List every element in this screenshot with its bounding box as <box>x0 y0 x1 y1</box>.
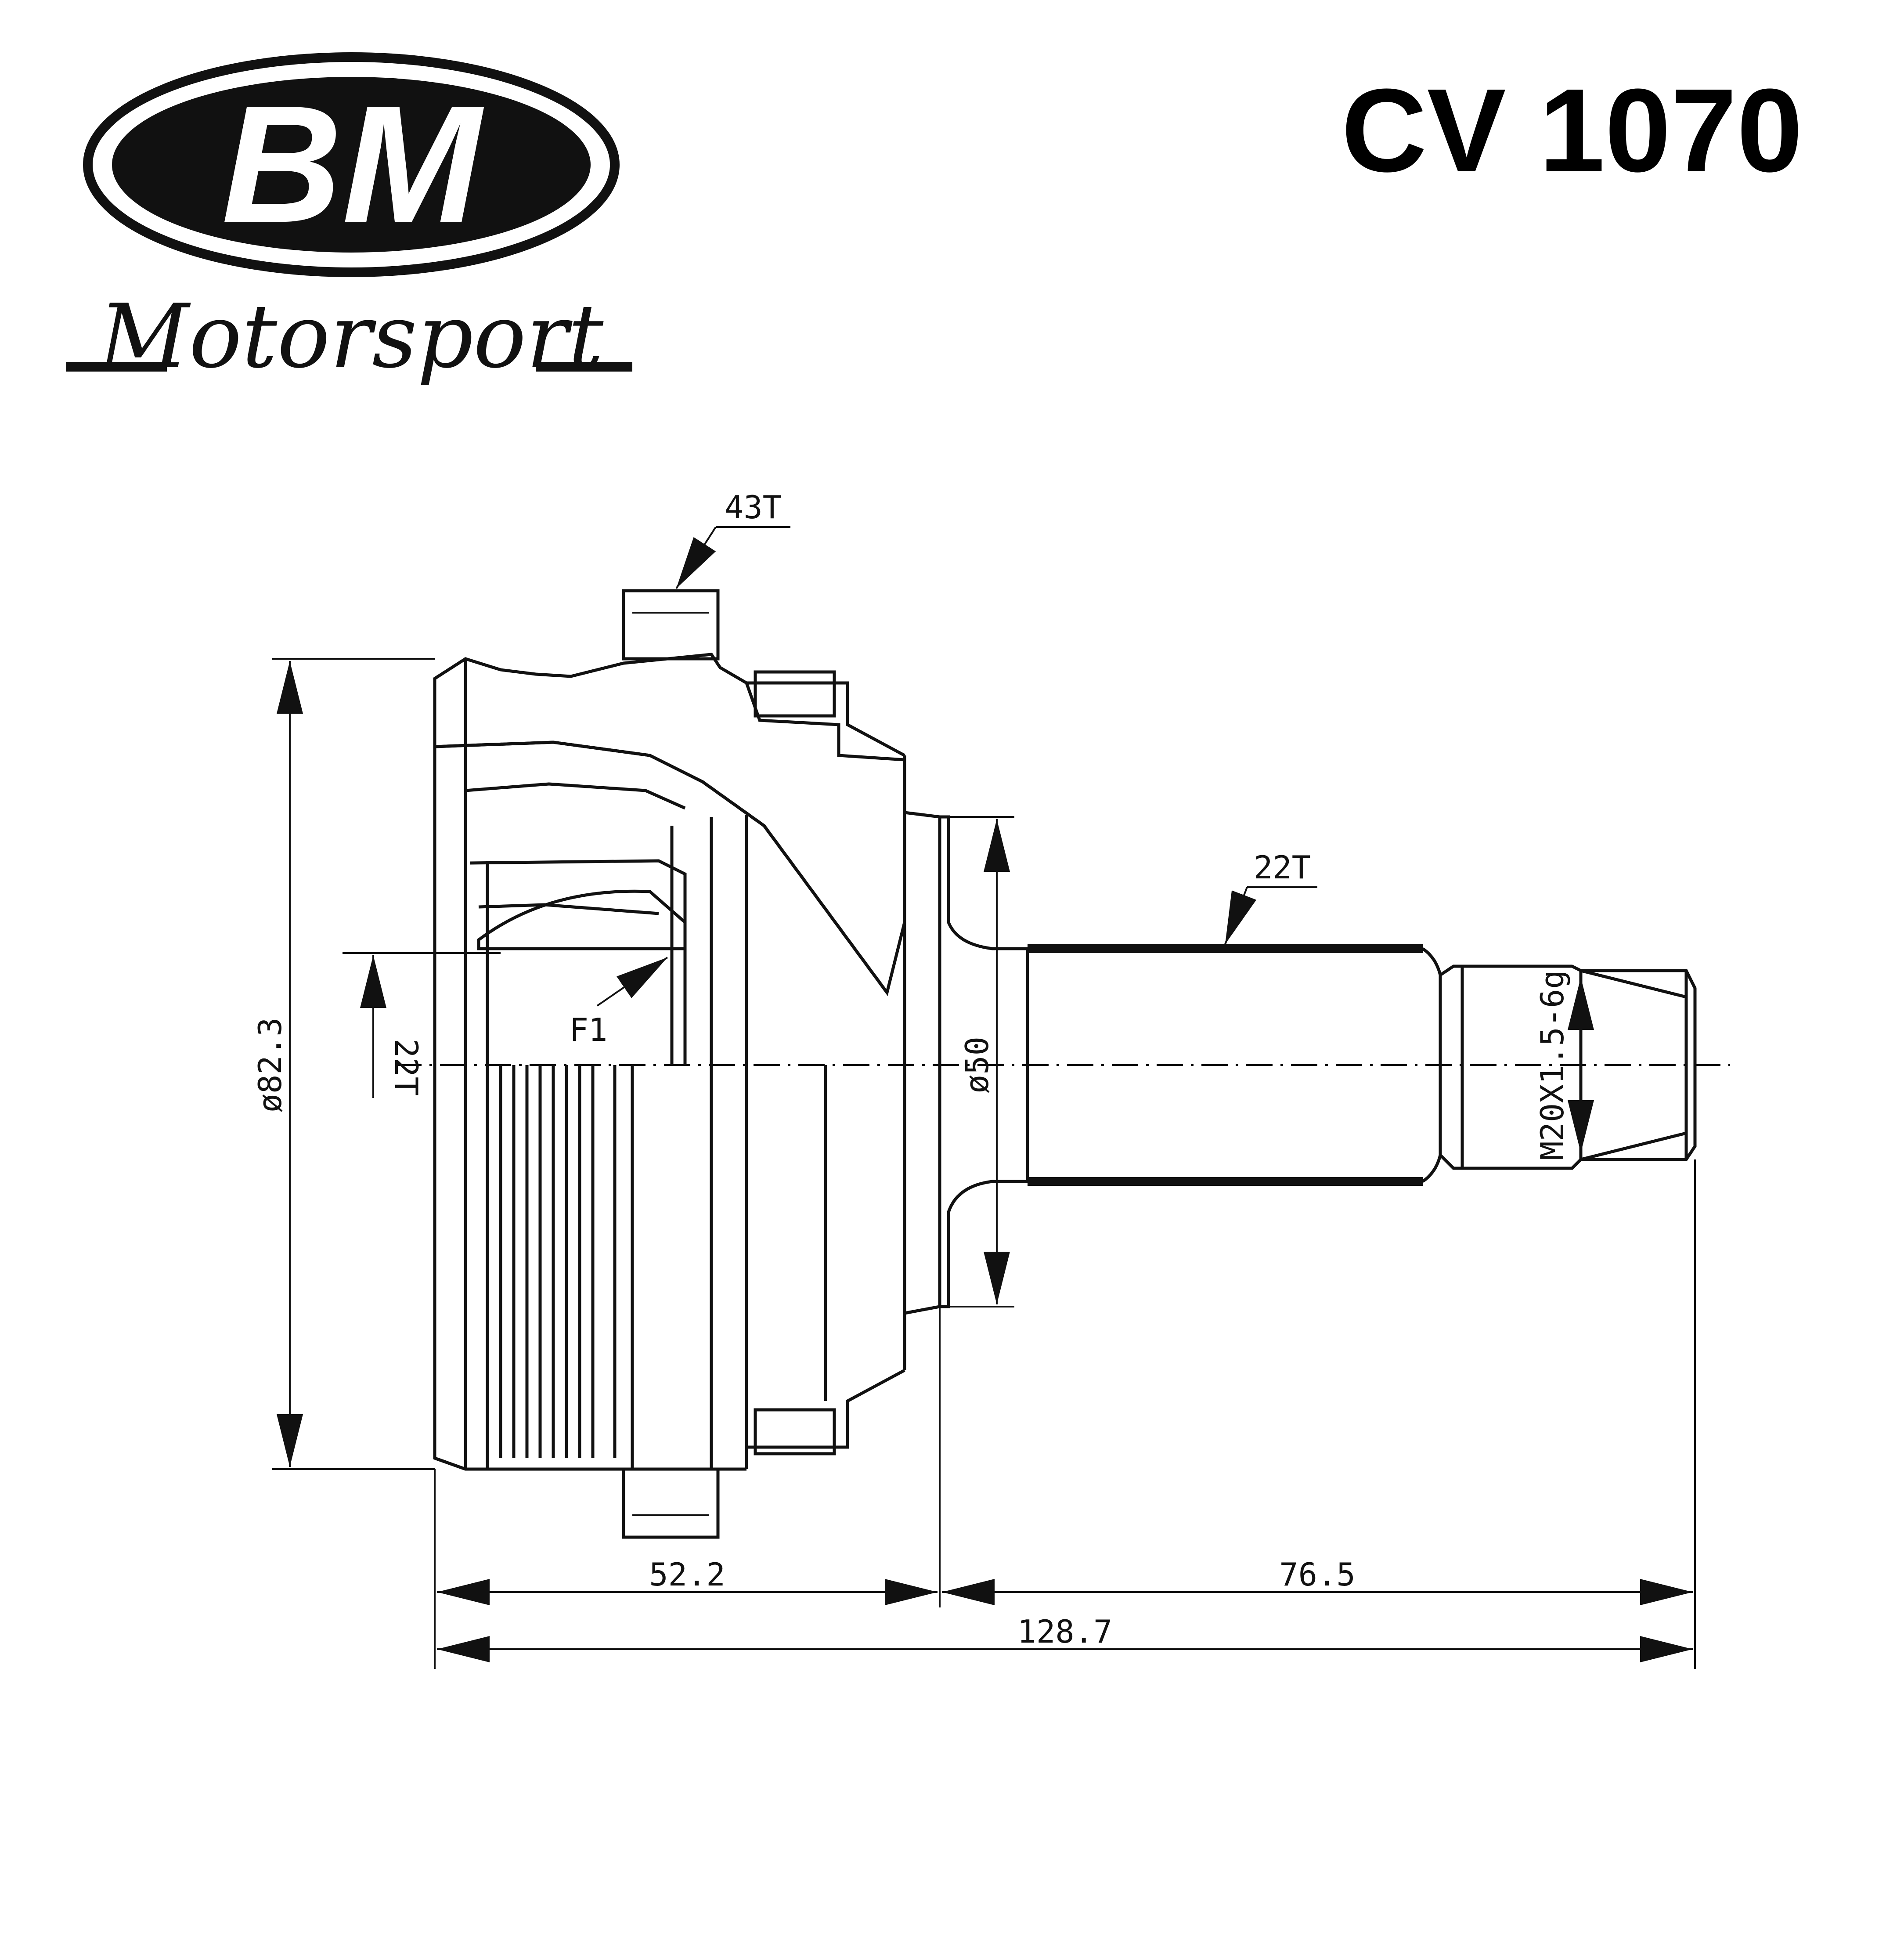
dim-shaft-diameter-label: ø50 <box>959 1037 995 1094</box>
dim-shaft-diameter: ø50 <box>948 816 1014 1307</box>
callout-outer-teeth: 43T <box>675 489 790 589</box>
callout-shaft-spline-label: 22T <box>1254 849 1311 886</box>
dim-lengths: 52.2 76.5 128.7 <box>434 1159 1696 1669</box>
dim-total-length-label: 128.7 <box>1017 1613 1113 1650</box>
drive-shaft <box>1026 944 1697 1186</box>
callout-f1-label: F1 <box>570 1011 608 1048</box>
tooth-block-top <box>622 589 720 661</box>
inner-splines <box>499 1065 617 1458</box>
logo-mark: BM <box>222 71 486 257</box>
dim-body-length-label: 52.2 <box>649 1556 725 1593</box>
callout-outer-teeth-label: 43T <box>725 489 782 526</box>
callout-shaft-spline: 22T <box>1224 849 1317 945</box>
callout-f1: F1 <box>570 957 668 1048</box>
tooth-block-bottom <box>622 1467 720 1539</box>
dim-thread: M20X1.5-6g <box>1534 970 1594 1160</box>
dim-thread-label: M20X1.5-6g <box>1534 970 1571 1160</box>
joint-housing <box>433 589 1029 1539</box>
dim-shaft-length-label: 76.5 <box>1279 1556 1355 1593</box>
dim-inner-spline-label: 22T <box>388 1039 425 1096</box>
brand-logo: BM Motorsport <box>66 52 632 388</box>
dim-outer-diameter-label: ø82.3 <box>252 1018 288 1113</box>
dim-outer-diameter: ø82.3 <box>252 658 435 1470</box>
part-number: CV 1070 <box>1341 65 1803 197</box>
logo-script: Motorsport <box>97 285 604 388</box>
dim-inner-spline: 22T <box>343 952 501 1098</box>
